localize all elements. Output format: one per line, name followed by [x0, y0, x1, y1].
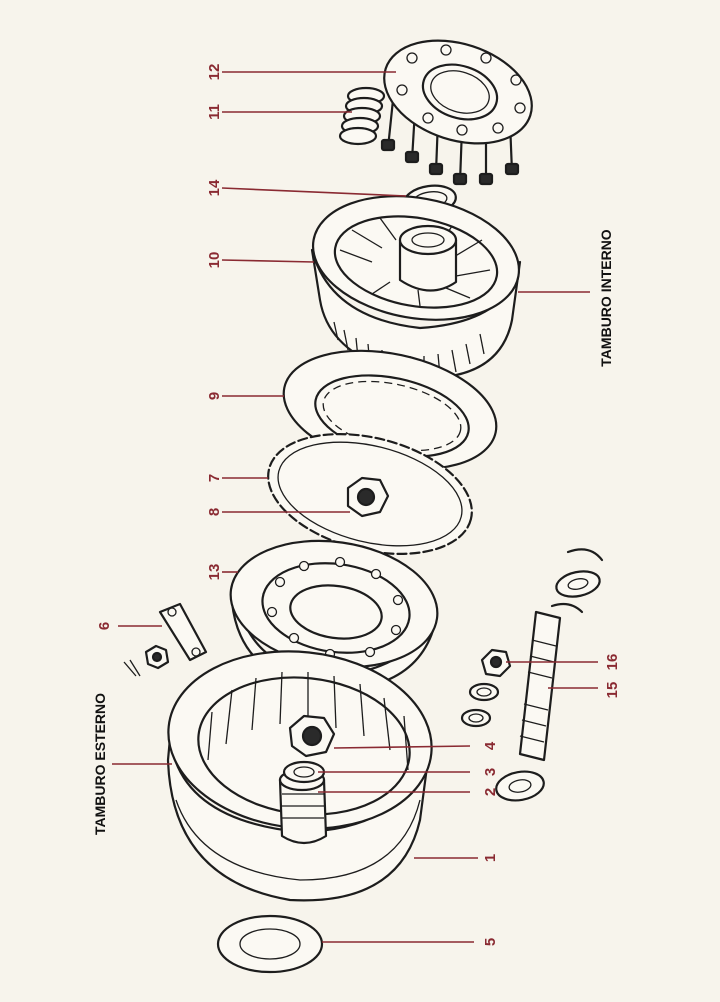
- part-11-spring: [338, 86, 386, 146]
- callout-7: 7: [206, 474, 223, 482]
- part-16-washers: [460, 648, 512, 728]
- callout-4: 4: [482, 741, 499, 750]
- callout-5: 5: [482, 938, 499, 946]
- callout-12: 12: [206, 64, 223, 81]
- part-5-thrust-washer: [216, 914, 324, 974]
- title-tamburo-interno: TAMBURO INTERNO: [598, 229, 614, 367]
- callout-15: 15: [604, 682, 621, 699]
- callout-3: 3: [482, 768, 499, 776]
- callout-6: 6: [96, 622, 113, 630]
- part-4-hub-nut: [288, 714, 336, 758]
- title-tamburo-esterno: TAMBURO ESTERNO: [92, 693, 108, 835]
- part-12-bolt-plate: [380, 39, 533, 186]
- part-10-inner-drum: [310, 195, 522, 380]
- callout-9: 9: [206, 392, 223, 400]
- callout-14: 14: [206, 179, 223, 196]
- callout-10: 10: [206, 252, 223, 269]
- part-6-lock-plate: [123, 602, 208, 677]
- outer-drum-slots: [207, 671, 409, 771]
- part-15-shaft: [495, 548, 604, 802]
- callout-16: 16: [604, 654, 621, 671]
- leader-lines: [112, 71, 598, 943]
- callout-2: 2: [482, 788, 499, 796]
- callout-labels: 12 11 14 10 9 7 8 13 6 4 3 2 1 5 16 15: [96, 64, 621, 947]
- callout-1: 1: [482, 854, 499, 862]
- callout-13: 13: [206, 564, 223, 581]
- callout-8: 8: [206, 508, 223, 516]
- callout-11: 11: [206, 104, 223, 120]
- part-8-nut: [346, 476, 390, 518]
